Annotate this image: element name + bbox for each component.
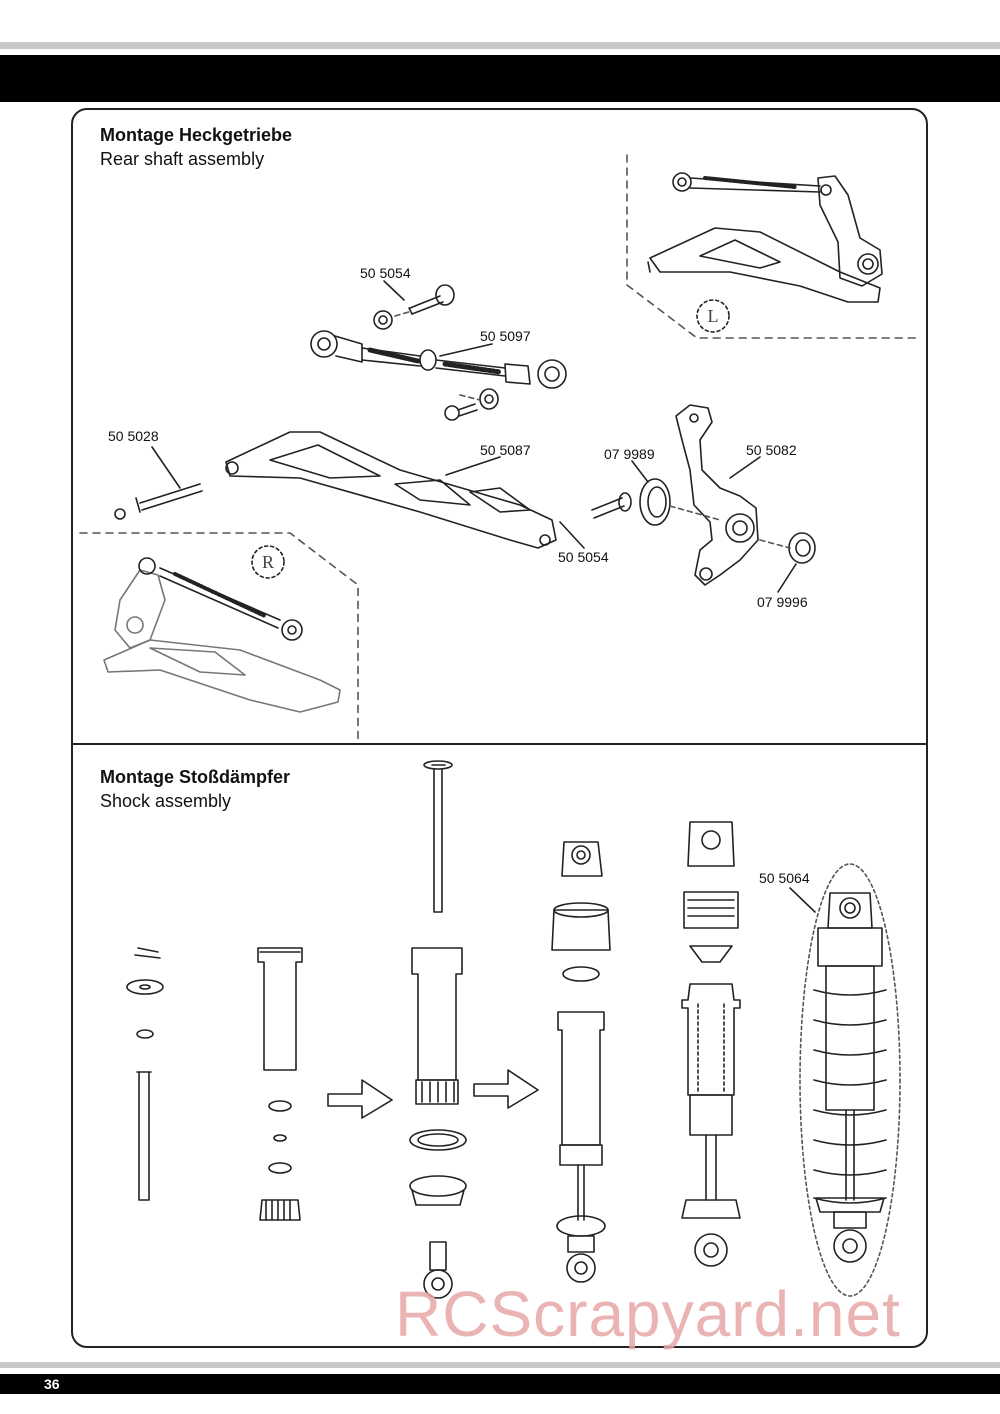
- watermark-text: RCScrapyard.net: [395, 1278, 901, 1350]
- part-label-505097: 50 5097: [480, 328, 531, 344]
- part-label-505028: 50 5028: [108, 428, 159, 444]
- part-label-505082: 50 5082: [746, 442, 797, 458]
- part-label-079996: 07 9996: [757, 594, 808, 610]
- part-label-505054-top: 50 5054: [360, 265, 411, 281]
- rear-exploded-view: [114, 280, 816, 593]
- inset-r-badge: R: [262, 552, 274, 572]
- inset-r-drawing: [79, 532, 359, 743]
- bottom-grey-rule: [0, 1362, 1000, 1368]
- top-black-bar: [0, 55, 1000, 102]
- part-label-505054-bottom: 50 5054: [558, 549, 609, 565]
- bottom-black-bar: [0, 1374, 1000, 1394]
- inset-l-badge: L: [708, 306, 719, 326]
- shock-section-subtitle: Shock assembly: [100, 791, 232, 811]
- part-label-079989: 07 9989: [604, 446, 655, 462]
- rear-section-title: Montage Heckgetriebe: [100, 125, 293, 145]
- part-label-505064: 50 5064: [759, 870, 810, 886]
- top-grey-rule: [0, 42, 1000, 49]
- content-frame: [71, 108, 928, 1348]
- rear-section-subtitle: Rear shaft assembly: [100, 149, 265, 169]
- inset-l-drawing: [626, 154, 919, 339]
- page-number: 36: [44, 1376, 60, 1392]
- shock-exploded-view: [126, 760, 901, 1299]
- section-divider: [72, 743, 927, 745]
- shock-section-title: Montage Stoßdämpfer: [100, 767, 291, 787]
- part-label-505087: 50 5087: [480, 442, 531, 458]
